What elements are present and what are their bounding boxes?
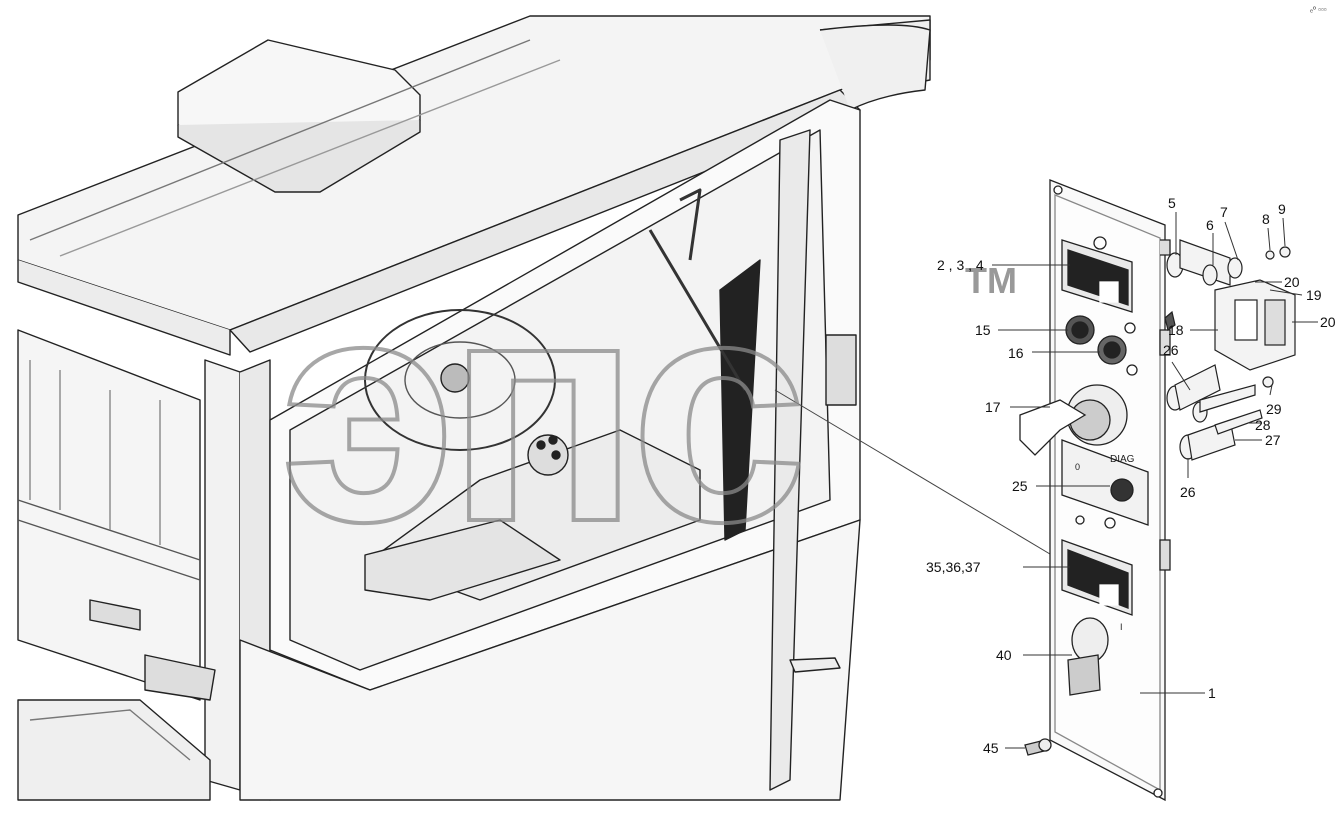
callout-2-3-4: 2 , 3 , 4 (937, 257, 984, 273)
diag-switch-25 (1110, 478, 1134, 502)
callout-20-right: 20 (1320, 314, 1336, 330)
callout-26-top: 26 (1163, 342, 1179, 358)
part-27 (1214, 409, 1263, 435)
callout-6: 6 (1206, 217, 1214, 233)
callout-8: 8 (1262, 211, 1270, 227)
callout-5: 5 (1168, 195, 1176, 211)
callout-18: 18 (1168, 322, 1184, 338)
callout-labels: 1 2 , 3 , 4 5 6 7 8 9 15 16 17 18 19 20 … (926, 195, 1336, 756)
callout-leaders (992, 212, 1318, 749)
control-panel: DIAG 0 I (1019, 179, 1171, 802)
callout-15: 15 (975, 322, 991, 338)
callout-26-bottom: 26 (1180, 484, 1196, 500)
callout-45: 45 (983, 740, 999, 756)
cab-to-panel-leader (774, 389, 1061, 561)
callout-1: 1 (1208, 685, 1216, 701)
ignition-key (1019, 399, 1087, 456)
callout-17: 17 (985, 399, 1001, 415)
steering-wheel (364, 309, 556, 451)
watermark-tm: TM (965, 260, 1017, 301)
callout-20-top: 20 (1284, 274, 1300, 290)
watermark: эпс TM (278, 228, 1017, 590)
part-29 (1262, 376, 1274, 388)
cab-door-lower (239, 519, 861, 801)
callout-9: 9 (1278, 201, 1286, 217)
part-9 (1279, 246, 1291, 258)
rotary-label-zero: 0 (1075, 462, 1080, 472)
callout-25: 25 (1012, 478, 1028, 494)
callout-29: 29 (1266, 401, 1282, 417)
cab-body (17, 15, 931, 801)
rotary-label-one: I (1120, 622, 1123, 632)
corner-note: ₑº ▫▫▫ (1310, 5, 1327, 14)
callout-27: 27 (1265, 432, 1281, 448)
callout-19: 19 (1306, 287, 1322, 303)
watermark-letters: эпс (280, 230, 800, 588)
part-6 (1202, 264, 1218, 286)
part-8 (1265, 250, 1275, 260)
cab-pillar-left (204, 359, 241, 791)
callout-28: 28 (1255, 417, 1271, 433)
callout-35-36-37: 35,36,37 (926, 559, 981, 575)
exploded-parts (1164, 239, 1296, 461)
callout-7: 7 (1220, 204, 1228, 220)
callout-40: 40 (996, 647, 1012, 663)
diag-panel (1061, 439, 1149, 526)
operator-seat (364, 519, 561, 601)
diag-label: DIAG (1110, 454, 1135, 465)
callout-16: 16 (1008, 345, 1024, 361)
part-7 (1227, 257, 1243, 279)
cab-left-interior (17, 329, 201, 701)
rotary-switch-40 (1071, 617, 1109, 663)
wiper-arm (719, 259, 761, 541)
